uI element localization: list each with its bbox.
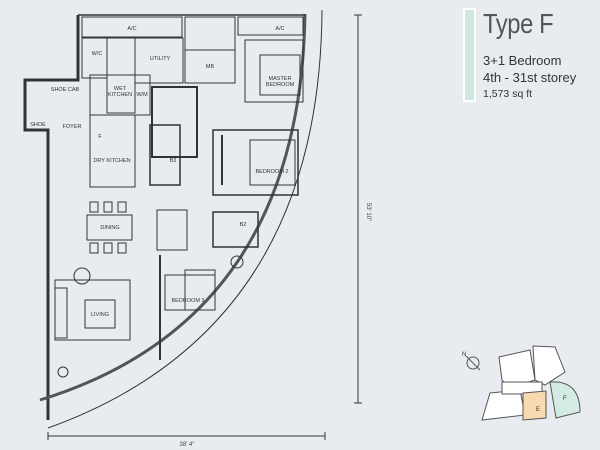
depth-dimension: 53' 10" (365, 203, 371, 221)
label-b2: B2 (240, 222, 247, 228)
label-bedroom-3: BEDROOM 3 (171, 298, 204, 304)
label-shoe: SHOE (30, 122, 46, 128)
label-wet-kitchen-1: WET (114, 86, 127, 92)
label-fridge: F (98, 134, 102, 140)
label-utility: UTILITY (150, 56, 171, 62)
unit-area: 1,573 sq ft (483, 88, 533, 100)
label-wc: W/C (92, 51, 103, 57)
storey-range: 4th - 31st storey (483, 70, 577, 85)
key-plan-unit-f: F (563, 396, 567, 402)
north-label: N (462, 352, 466, 358)
label-dry-kitchen: DRY KITCHEN (93, 158, 130, 164)
accent-bar (463, 8, 476, 102)
curved-facade-glazing (39, 13, 307, 402)
label-living: LIVING (91, 312, 109, 318)
label-b3: B3 (170, 158, 177, 164)
label-shoe-cabinet: SHOE CAB (51, 87, 80, 93)
curved-facade-outer (47, 9, 323, 429)
key-plan-unit-e: E (536, 407, 540, 413)
label-mb: MB (206, 64, 215, 70)
label-wet-kitchen-2: KITCHEN (108, 92, 132, 98)
north-compass-icon (465, 355, 481, 371)
bedroom-count: 3+1 Bedroom (483, 53, 562, 68)
room-labels: A/C A/C W/C UTILITY MB MASTER BEDROOM WE… (30, 26, 294, 318)
label-foyer: FOYER (63, 124, 82, 130)
label-wm: W/M (136, 92, 148, 98)
label-ac-right: A/C (275, 26, 284, 32)
label-ac-left: A/C (127, 26, 136, 32)
label-master-bedroom-1: MASTER (269, 76, 292, 82)
label-master-bedroom-2: BEDROOM (266, 82, 295, 88)
width-dimension: 38' 4" (180, 442, 195, 448)
key-plan (465, 345, 581, 421)
label-bedroom-2: BEDROOM 2 (255, 169, 288, 175)
unit-type-title: Type F (483, 8, 554, 39)
label-dining: DINING (100, 225, 119, 231)
exterior-wall (23, 15, 80, 420)
